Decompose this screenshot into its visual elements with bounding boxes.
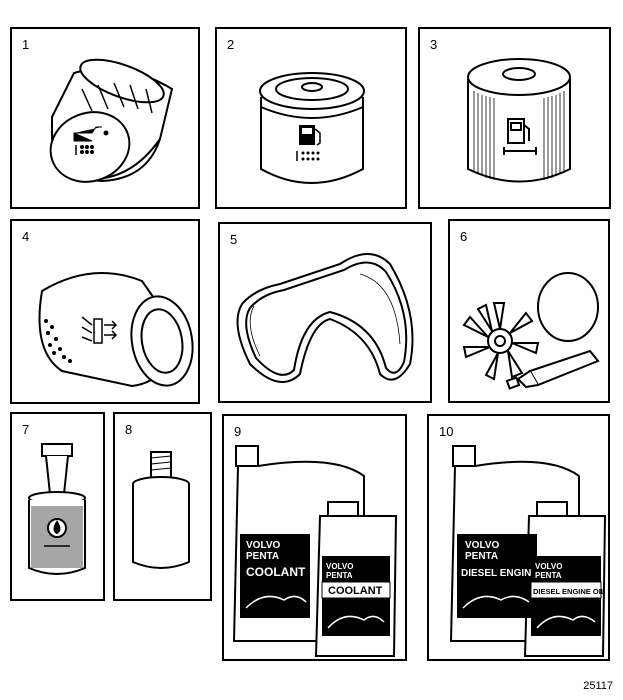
product-name-label: COOLANT <box>246 565 306 579</box>
level-dots-icon <box>80 145 94 154</box>
part-panel-zinc-anode: 8 <box>113 412 212 601</box>
water-filter-illustration <box>28 443 86 575</box>
part-number: 3 <box>430 37 438 52</box>
fuel-pump-icon <box>503 118 537 155</box>
product-name-label: DIESEL ENGINE O <box>461 568 549 579</box>
zinc-anode-illustration <box>132 451 190 569</box>
air-filter-illustration <box>38 272 194 388</box>
fuel-filter-insert-illustration <box>467 58 571 183</box>
engine-oil-containers-illustration: VOLVO PENTA DIESEL ENGINE O VOLVO PENTA … <box>449 445 607 657</box>
part-panel-air-filter: 4 <box>10 219 200 404</box>
part-number: 8 <box>125 422 133 437</box>
brand-label: VOLVO <box>535 562 562 571</box>
o-ring-icon <box>537 272 599 342</box>
fuel-pump-icon <box>296 125 321 161</box>
part-number: 7 <box>22 422 30 437</box>
part-number: 2 <box>227 37 235 52</box>
brand-label: PENTA <box>246 551 279 562</box>
part-number: 1 <box>22 37 30 52</box>
part-panel-drive-belt: 5 <box>218 222 432 403</box>
part-number: 9 <box>234 424 242 439</box>
grease-tube-icon <box>505 349 600 390</box>
impeller-kit-illustration <box>462 272 600 390</box>
part-panel-engine-oil: 10 VOLVO PENTA DIESEL ENGINE O VOLVO PEN… <box>427 414 610 661</box>
product-name-label: DIESEL ENGINE OIL <box>533 587 606 596</box>
part-panel-water-filter: 7 <box>10 412 105 601</box>
impeller-icon <box>462 302 540 381</box>
brand-label: PENTA <box>326 571 353 580</box>
part-panel-oil-filter: 1 <box>10 27 200 209</box>
fuel-filter-illustration <box>259 72 365 184</box>
product-name-label: COOLANT <box>328 585 383 597</box>
airflow-icon <box>81 316 118 344</box>
brand-label: PENTA <box>535 571 562 580</box>
part-number: 10 <box>439 424 454 439</box>
part-number: 6 <box>460 229 468 244</box>
brand-label: VOLVO <box>326 562 353 571</box>
part-panel-fuel-filter-insert: 3 <box>418 27 611 209</box>
brand-label: VOLVO <box>246 540 280 551</box>
part-panel-impeller-kit: 6 <box>448 219 610 403</box>
part-panel-fuel-filter: 2 <box>215 27 407 209</box>
part-panel-coolant: 9 VOLVO PENTA COOLANT VOLVO PENTA COOLAN… <box>222 414 407 661</box>
reference-code: 25117 <box>583 680 613 692</box>
brand-label: VOLVO <box>465 540 499 551</box>
drive-belt-illustration <box>236 253 414 383</box>
coolant-containers-illustration: VOLVO PENTA COOLANT VOLVO PENTA COOLANT <box>232 445 398 657</box>
water-drop-icon <box>44 518 70 547</box>
oil-filter-illustration <box>49 58 174 183</box>
part-number: 4 <box>22 229 30 244</box>
brand-label: PENTA <box>465 551 498 562</box>
part-number: 5 <box>230 232 238 247</box>
